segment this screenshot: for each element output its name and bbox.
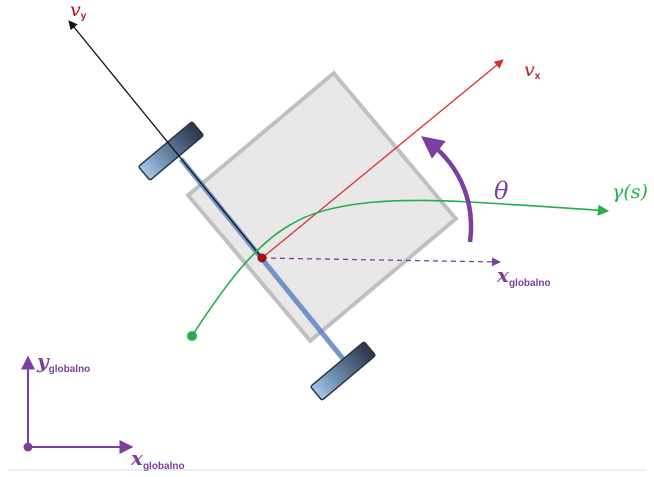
v-x-axis-arrow: [261, 59, 504, 259]
robot-global-x-label: xglobalno: [496, 263, 551, 289]
robot-global-x-dashed-arrow: [261, 257, 501, 267]
right-wheel-icon: [310, 341, 376, 401]
gamma-label: γ(s): [612, 181, 648, 203]
v-y-axis-arrow: [68, 20, 263, 259]
v-y-label: vy: [70, 0, 87, 22]
trajectory-path: [191, 199, 610, 337]
global-y-label: yglobalno: [36, 349, 90, 375]
theta-label: θ: [494, 177, 509, 205]
trajectory-start-point: [187, 331, 197, 341]
v-x-label: vx: [524, 59, 541, 82]
global-origin-point: [23, 442, 33, 452]
left-wheel-icon: [138, 121, 204, 181]
robot-center-point: [257, 253, 267, 263]
robot-body-icon: [185, 70, 459, 344]
theta-arc-arrow: [421, 136, 474, 243]
global-x-label: xglobalno: [130, 446, 185, 472]
